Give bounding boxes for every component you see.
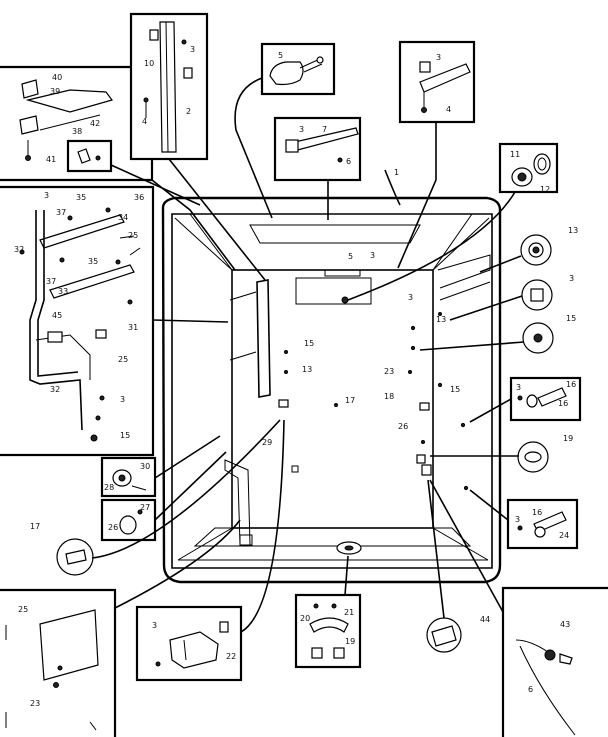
callout: 6 (346, 157, 351, 166)
inset-box-22-20-21 (294, 593, 362, 669)
callout: 3 (152, 621, 157, 630)
callout: 44 (480, 615, 490, 624)
callout: 16 (558, 399, 568, 408)
callout: 13 (568, 226, 578, 235)
inset-box-3-7-6 (273, 116, 362, 182)
callout: 37 (56, 208, 66, 217)
inset-box-28-27 (100, 498, 157, 542)
callout: 20 (300, 614, 310, 623)
callout: 15 (304, 339, 314, 348)
callout: 45 (52, 311, 62, 320)
callout: 1 (394, 168, 399, 177)
callout: 41 (46, 155, 56, 164)
callout: 39 (50, 87, 60, 96)
callout: 25 (18, 605, 28, 614)
inset-box-5 (260, 42, 336, 96)
callout: 19 (563, 434, 573, 443)
callout: 37 (46, 277, 56, 286)
inset-box-44-43 (501, 586, 608, 737)
callout: 22 (226, 652, 236, 661)
callout: 6 (528, 685, 533, 694)
callout: 27 (140, 503, 150, 512)
callout: 4 (446, 105, 451, 114)
inset-box-42 (66, 139, 113, 173)
inset-box-top-right (398, 40, 476, 124)
callout: 42 (90, 119, 100, 128)
callout: 11 (510, 150, 520, 159)
callout: 35 (88, 257, 98, 266)
callout: 3 (190, 45, 195, 54)
callout: 3 (44, 191, 49, 200)
callout: 36 (134, 193, 144, 202)
leader-lines (91, 77, 525, 633)
callout: 31 (128, 323, 138, 332)
callout: 3 (436, 53, 441, 62)
callout: 4 (142, 117, 147, 126)
callout: 13 (302, 365, 312, 374)
tub-body (161, 196, 502, 584)
callout: 3 (516, 383, 521, 392)
callout: 28 (104, 483, 114, 492)
callout: 33 (58, 287, 68, 296)
callout: 5 (348, 252, 353, 261)
callout: 18 (384, 392, 394, 401)
callout: 24 (559, 531, 569, 540)
inset-box-17-3-16 (509, 376, 582, 422)
inset-box-24-25 (0, 588, 117, 737)
inset-box-left-rail (0, 185, 155, 457)
callout: 7 (322, 125, 327, 134)
callout: 17 (30, 522, 40, 531)
callout: 26 (108, 523, 118, 532)
callout: 25 (128, 231, 138, 240)
callout: 34 (118, 213, 128, 222)
inset-box-vertical-rail (129, 12, 209, 161)
callout: 15 (120, 431, 130, 440)
callout: 5 (278, 51, 283, 60)
inset-box-23-3 (135, 605, 243, 682)
callout: 10 (144, 59, 154, 68)
callout: 38 (72, 127, 82, 136)
callout: 16 (532, 508, 542, 517)
callout: 35 (76, 193, 86, 202)
callout: 32 (14, 245, 24, 254)
callout: 29 (262, 438, 272, 447)
callout: 17 (345, 396, 355, 405)
callout: 3 (370, 251, 375, 260)
callout: 43 (560, 620, 570, 629)
inset-box-17-3-16-lower (506, 498, 579, 550)
callout: 40 (52, 73, 62, 82)
callout: 19 (345, 637, 355, 646)
callout: 3 (299, 125, 304, 134)
inset-box-29-30 (100, 456, 157, 498)
callout: 23 (384, 367, 394, 376)
callout: 26 (398, 422, 408, 431)
loose-parts (5, 234, 554, 728)
callout: 3 (569, 274, 574, 283)
inset-box-11-12 (498, 142, 559, 194)
callout: 15 (450, 385, 460, 394)
callout: 15 (566, 314, 576, 323)
callout: 30 (140, 462, 150, 471)
callout: 21 (344, 608, 354, 617)
callout: 32 (50, 385, 60, 394)
callout-labels: 40 39 38 41 42 10 3 4 2 5 3 7 6 1 3 4 11… (14, 45, 578, 708)
callout: 13 (436, 315, 446, 324)
callout: 23 (30, 699, 40, 708)
callout: 25 (118, 355, 128, 364)
callout: 3 (120, 395, 125, 404)
callout: 12 (540, 185, 550, 194)
callout: 3 (515, 515, 520, 524)
callout: 2 (186, 107, 191, 116)
callout: 16 (566, 380, 576, 389)
callout: 3 (408, 293, 413, 302)
